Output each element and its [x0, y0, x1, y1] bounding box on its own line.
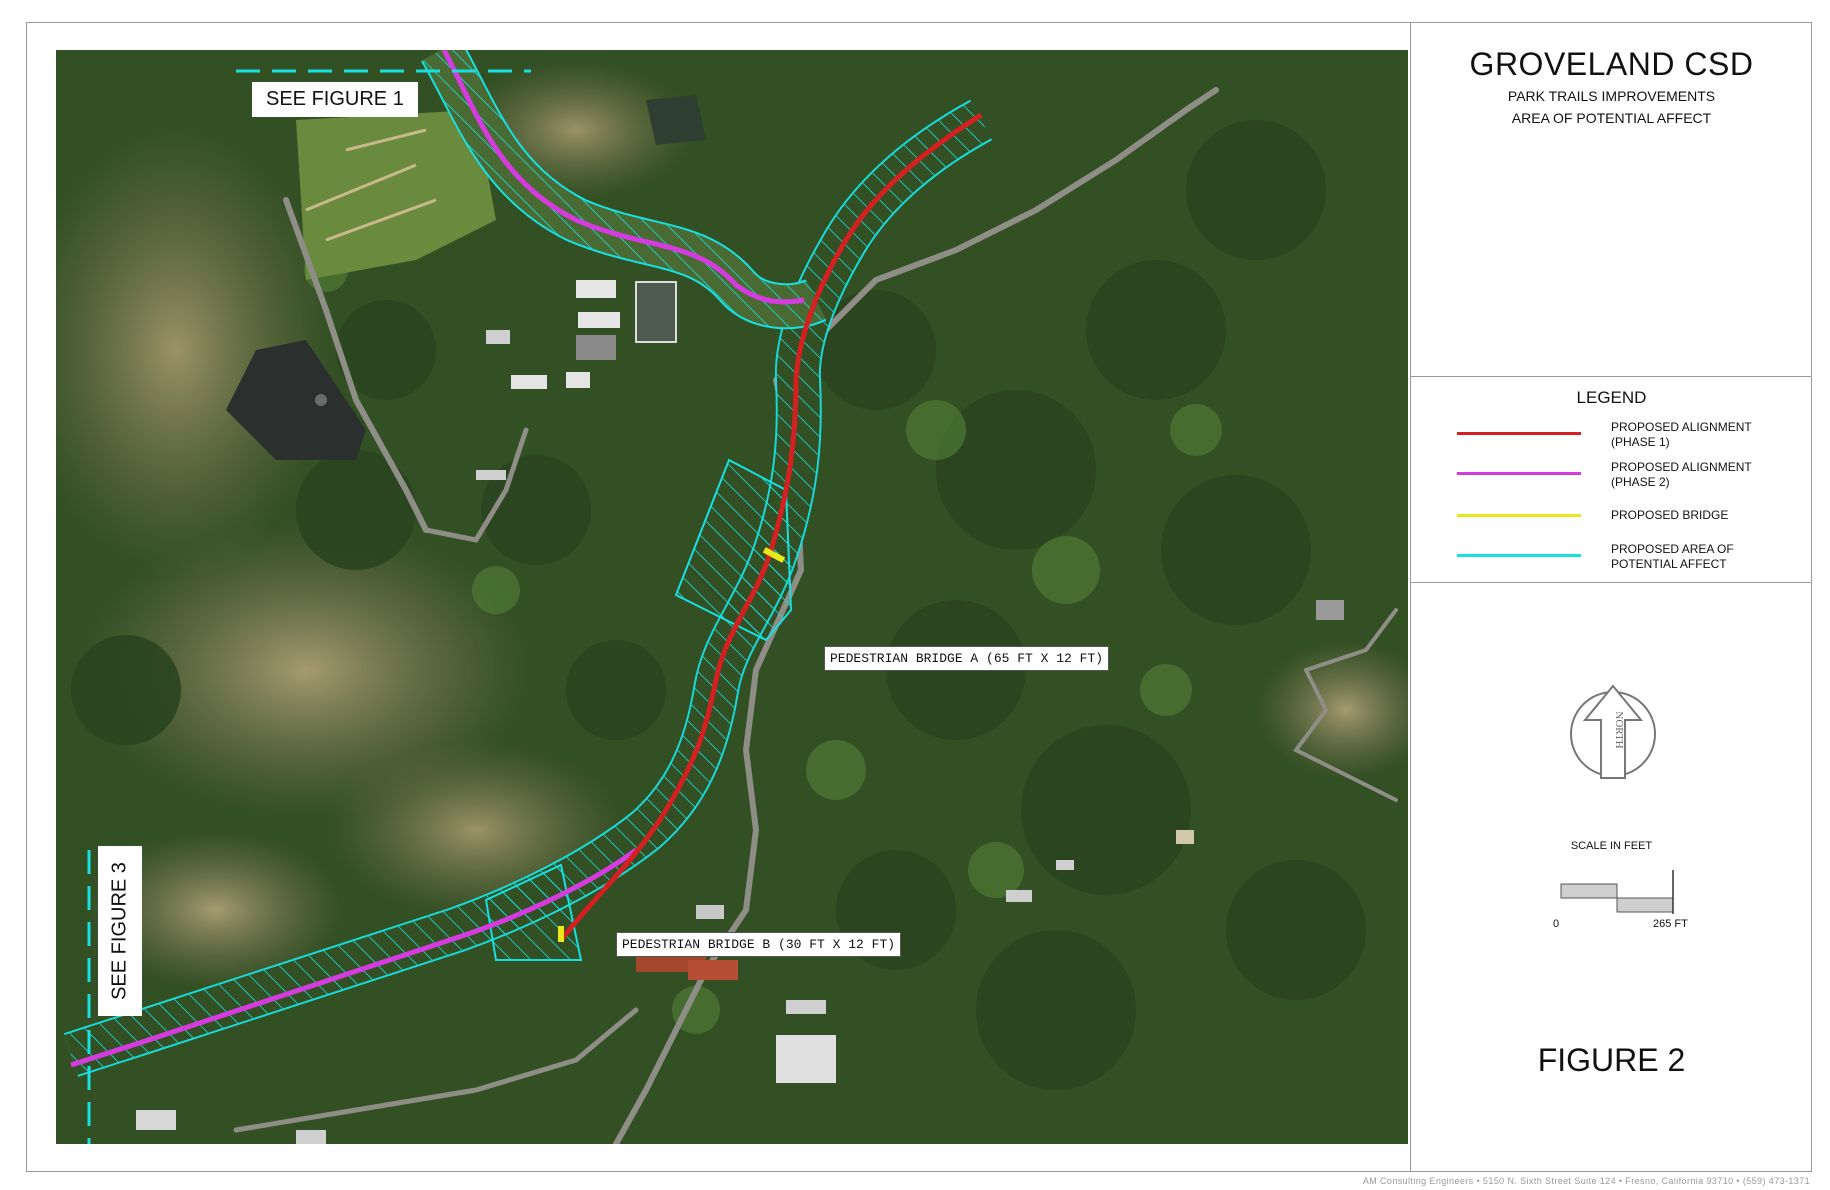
phase1-alignment: [559, 112, 983, 942]
bright-trees: [304, 248, 1222, 1034]
divider-middle: [1411, 582, 1812, 583]
scale-title: SCALE IN FEET: [1570, 840, 1653, 852]
bridge-swatch: [1457, 514, 1581, 517]
legend-item-phase2: PROPOSED ALIGNMENT (PHASE 2): [1457, 460, 1787, 494]
see-figure-1-label[interactable]: SEE FIGURE 1: [252, 82, 418, 117]
project-subtitle-2: AREA OF POTENTIAL AFFECT: [1511, 110, 1712, 126]
aerial-map[interactable]: SEE FIGURE 1 SEE FIGURE 3 PEDESTRIAN BRI…: [56, 50, 1408, 1144]
project-title: GROVELAND CSD: [1469, 46, 1754, 82]
legend-label: PROPOSED AREA OF POTENTIAL AFFECT: [1611, 542, 1734, 571]
legend-label: PROPOSED ALIGNMENT (PHASE 1): [1611, 420, 1752, 449]
phase2-swatch: [1457, 472, 1581, 475]
phase1-swatch: [1457, 432, 1581, 435]
footer-credit: AM Consulting Engineers • 5150 N. Sixth …: [1362, 1176, 1810, 1186]
north-arrow-icon: NORTH: [1567, 682, 1659, 791]
scale-start-label: 0: [1553, 918, 1560, 930]
title-block: GROVELAND CSD PARK TRAILS IMPROVEMENTS A…: [1410, 22, 1812, 1172]
north-label: NORTH: [1613, 711, 1625, 748]
apa-swatch: [1457, 554, 1581, 557]
scale-bar: [1559, 868, 1679, 923]
see-figure-3-label[interactable]: SEE FIGURE 3: [98, 846, 142, 1016]
scale-end-label: 265 FT: [1653, 918, 1688, 930]
bridge-b-mark[interactable]: [558, 926, 564, 942]
legend-item-apa: PROPOSED AREA OF POTENTIAL AFFECT: [1457, 542, 1787, 576]
project-subtitle-1: PARK TRAILS IMPROVEMENTS: [1507, 88, 1716, 104]
legend-title: LEGEND: [1576, 388, 1647, 407]
sheet-border: [26, 22, 1812, 1172]
terrain-clearings: [56, 60, 1408, 990]
figure-number: FIGURE 2: [1537, 1042, 1686, 1078]
phase2-alignment: [441, 50, 805, 305]
legend-label: PROPOSED BRIDGE: [1611, 508, 1729, 522]
bridge-b-callout: PEDESTRIAN BRIDGE B (30 FT X 12 FT): [616, 932, 902, 957]
bridge-a-callout: PEDESTRIAN BRIDGE A (65 FT X 12 FT): [824, 646, 1110, 671]
legend-label: PROPOSED ALIGNMENT (PHASE 2): [1611, 460, 1752, 489]
ponds: [226, 95, 706, 460]
legend-item-phase1: PROPOSED ALIGNMENT (PHASE 1): [1457, 420, 1787, 454]
divider-top: [1411, 376, 1812, 377]
facility-buildings: [476, 280, 677, 480]
legend-item-bridge: PROPOSED BRIDGE: [1457, 508, 1787, 542]
phase2-alignment-south: [70, 847, 638, 1068]
meadow: [296, 110, 496, 280]
see-figure-3-text: SEE FIGURE 3: [108, 862, 131, 1000]
bridge-a-mark[interactable]: [762, 547, 786, 563]
